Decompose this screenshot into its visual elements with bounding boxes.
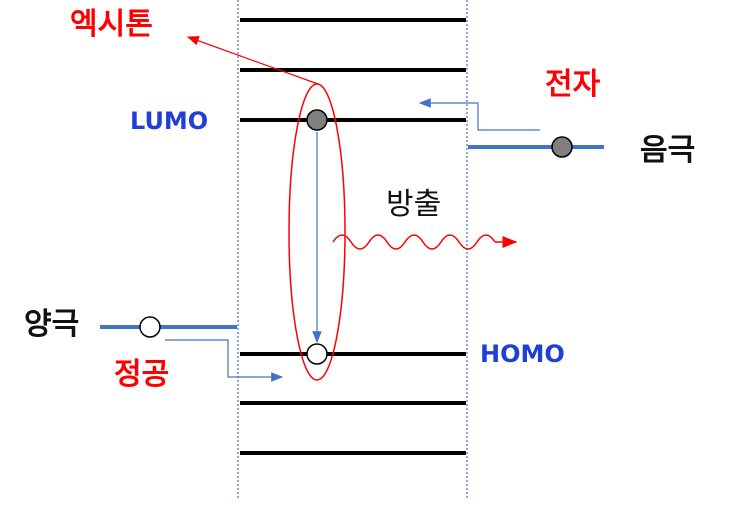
emission-wave: [332, 234, 496, 250]
electron-injection-arrow: [418, 98, 540, 131]
electron-at-cathode: [551, 136, 573, 158]
exciton-pointer-arrow: [186, 36, 319, 85]
homo-label: HOMO: [480, 340, 565, 368]
electron-at-lumo: [306, 109, 328, 131]
electron-label: 전자: [545, 67, 601, 102]
hole-at-anode: [139, 316, 161, 338]
cathode-label: 음극: [640, 133, 696, 168]
anode-label: 양극: [24, 307, 80, 342]
emission-label: 방출: [386, 187, 442, 222]
hole-at-homo: [306, 343, 328, 365]
hole-label: 정공: [114, 357, 170, 392]
hole-injection-arrow: [165, 339, 284, 382]
exciton-label: 엑시톤: [70, 7, 153, 42]
lumo-label: LUMO: [130, 107, 209, 135]
